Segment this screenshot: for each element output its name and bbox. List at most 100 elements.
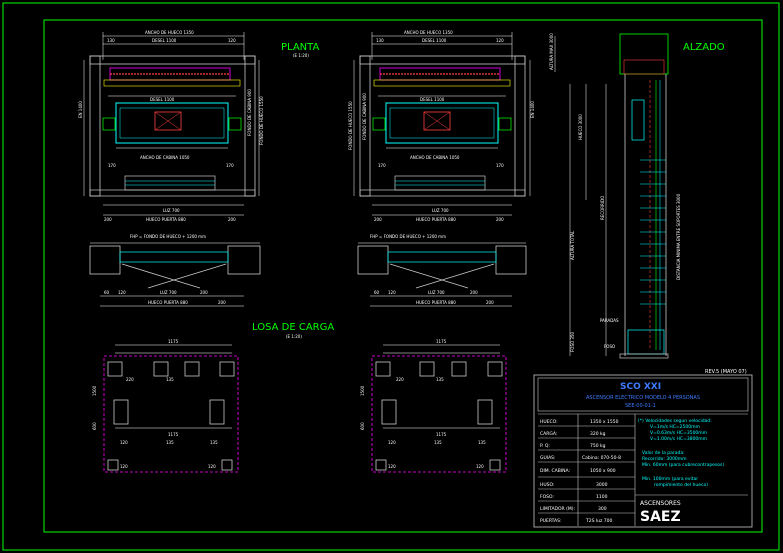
slab-left-sub2-a: 120 xyxy=(120,440,128,445)
slab-right-mid: 1175 xyxy=(436,432,447,437)
elevation-total: ALTURA TOTAL xyxy=(570,230,575,260)
slab-right-top: 1175 xyxy=(436,339,447,344)
elevation-foso: FOSO xyxy=(604,344,615,349)
row-label-huso: HUSO: xyxy=(540,482,555,488)
note-5: Recorrido: 3000mm xyxy=(642,456,687,462)
elevation-recorrido: RECORRIDO xyxy=(600,196,605,220)
slab-right-sub2-a: 120 xyxy=(388,440,396,445)
plan-right-left-vert2: FONDO DE CABINA 900 xyxy=(362,93,367,140)
slab-right-side-b: 600 xyxy=(360,422,365,430)
plan-right-edge-b: 200 xyxy=(496,217,504,222)
slab-right-sub-a: 220 xyxy=(396,377,404,382)
plan-left-edges2-d: 200 xyxy=(218,300,226,305)
plan-left-sub-b: DESEL 1100 xyxy=(152,38,177,43)
plan-right-edges2-c: 200 xyxy=(470,290,478,295)
plan-left-bottom: HUECO PUERTA 880 xyxy=(146,217,186,222)
plan-right-right-vert: EN 1400 xyxy=(530,101,535,118)
company-name: SAEZ xyxy=(640,509,681,525)
plan-right-left-vert: FONDO DE HUECO 1550 xyxy=(348,101,353,150)
company-small: ASCENSORES xyxy=(640,500,681,507)
slab-heading: LOSA DE CARGA xyxy=(252,322,334,333)
title-line1: ASCENSOR ELECTRICO MODELO 4 PERSONAS xyxy=(586,395,700,401)
note-0: (*) Velocidades segun velocidad: xyxy=(638,418,712,424)
title-notes: (*) Velocidades segun velocidad: V=1m/s … xyxy=(638,418,724,488)
slab-left-sub2-b: 135 xyxy=(166,440,174,445)
row-label-guias: GUIAS: xyxy=(540,455,556,461)
title-rows: HUECO: 1350 x 1550 CARGA: 320 kg P. Q: 7… xyxy=(538,419,635,524)
note-6: Min. 60mm (para cubrecontrapesos) xyxy=(642,462,724,468)
plan-left-edge-d: 170 xyxy=(226,163,234,168)
plan-right-hueco2: HUECO PUERTA 880 xyxy=(416,300,456,305)
plan-left-edges2-b: 120 xyxy=(118,290,126,295)
slab-left-mid: 1175 xyxy=(168,432,179,437)
elevation-pit: FOSO 350 xyxy=(570,332,575,352)
slab-left-sub2-c: 135 xyxy=(210,440,218,445)
row-label-dim: DIM. CABINA: xyxy=(540,468,570,474)
plan-right-edge-d: 170 xyxy=(496,163,504,168)
plan-right-edge-c: 170 xyxy=(378,163,386,168)
plan-left-edge-c: 170 xyxy=(108,163,116,168)
row-value-limitador: 300 xyxy=(598,506,607,512)
slab-left-bottom-a: 120 xyxy=(120,464,128,469)
plan-right-fondo-note: FHP = FONDO DE HUECO + 1200 mm xyxy=(370,234,446,239)
plan-left-left-vert: EN 1400 xyxy=(78,101,83,118)
slab-right: 1175 220 135 1175 120 135 135 1500 600 1… xyxy=(360,339,507,473)
plan-right-luz2: LUZ 700 xyxy=(428,290,445,295)
plan-left-car-width: ANCHO DE CABINA 1050 xyxy=(140,155,190,160)
row-label-foso: FOSO: xyxy=(540,494,554,500)
note-7: Min. 100mm (para evitar xyxy=(642,476,698,482)
plan-right-sub-a: 130 xyxy=(376,38,384,43)
plan-left-right-vert2: FONDO DE CABINA 900 xyxy=(247,89,252,136)
slab-right-sub2-c: 135 xyxy=(478,440,486,445)
elevation-top-label: ALTURA MAX 3000 xyxy=(549,33,554,70)
row-label-hueco: HUECO: xyxy=(540,419,558,425)
plan-left-right-vert: FONDO DE HUECO 1550 xyxy=(259,96,264,145)
plan-left-edges2-a: 60 xyxy=(104,290,110,295)
plan-left-fondo-note: FHP = FONDO DE HUECO + 1200 mm xyxy=(130,234,206,239)
plan-heading: PLANTA xyxy=(281,42,319,53)
plan-right-car-label: DESEL 1100 xyxy=(420,97,445,102)
plan-left-luz2: LUZ 700 xyxy=(160,290,177,295)
note-3: V=1.00m/s HC=3800mm xyxy=(650,436,707,442)
plan-scale: (E 1:20) xyxy=(293,53,309,58)
plan-right-edges2-a: 60 xyxy=(374,290,380,295)
row-value-puertas: T2S luz 700 xyxy=(585,518,613,524)
row-label-puertas: PUERTAS: xyxy=(540,518,562,524)
row-value-pq: 750 kg xyxy=(590,443,606,449)
plan-left-edge-a: 200 xyxy=(104,217,112,222)
slab-left-side-b: 600 xyxy=(92,422,97,430)
plan-left-luz: LUZ 700 xyxy=(163,208,180,213)
revision-note: REV.5 (MAYO 07) xyxy=(705,369,747,375)
elevation-paradas: PARADAS xyxy=(600,318,619,323)
note-8: rompimiento del hueco) xyxy=(654,482,708,488)
plan-right-edge-a: 200 xyxy=(374,217,382,222)
slab-right-bottom-b: 120 xyxy=(476,464,484,469)
row-value-dim: 1050 x 900 xyxy=(590,468,616,474)
note-4: Valor de la parada: xyxy=(642,450,685,456)
slab-right-sub-b: 135 xyxy=(436,377,444,382)
row-label-pq: P. Q: xyxy=(540,443,550,449)
row-value-foso: 1100 xyxy=(596,494,608,500)
slab-left-sub-b: 135 xyxy=(166,377,174,382)
elevation-heading: ALZADO xyxy=(683,42,725,53)
elevation-sobre: HUECO 3000 xyxy=(578,114,583,140)
title-block: SCO XXI ASCENSOR ELECTRICO MODELO 4 PERS… xyxy=(533,374,753,528)
elevation-dist: DISTANCIA MINIMA ENTRE SOPORTES 3000 xyxy=(676,193,681,280)
slab-right-sub2-b: 135 xyxy=(434,440,442,445)
row-label-carga: CARGA: xyxy=(540,431,557,437)
plan-right: ANCHO DE HUECO 1350 130 DESEL 1100 120 D… xyxy=(348,30,535,307)
slab-scale: (E 1:20) xyxy=(286,334,302,339)
row-value-hueco: 1350 x 1550 xyxy=(590,419,619,425)
plan-left: ANCHO DE HUECO 1350 130 DESEL 1100 120 D… xyxy=(78,30,264,307)
plan-left-sub-a: 130 xyxy=(107,38,115,43)
plan-left-top-dim: ANCHO DE HUECO 1350 xyxy=(145,30,194,35)
note-1: V=1m/s HC=2500mm xyxy=(650,424,700,430)
plan-left-sub-c: 120 xyxy=(228,38,236,43)
plan-left-hueco2: HUECO PUERTA 880 xyxy=(148,300,188,305)
plan-right-edges2-b: 120 xyxy=(388,290,396,295)
row-label-limitador: LIMITADOR (M): xyxy=(540,506,575,512)
elevation: ALTURA MAX 3000 ALTURA TOTAL HUECO 3 xyxy=(549,33,681,359)
elevation-supports xyxy=(640,159,666,305)
plan-right-sub-b: DESEL 1100 xyxy=(422,38,447,43)
